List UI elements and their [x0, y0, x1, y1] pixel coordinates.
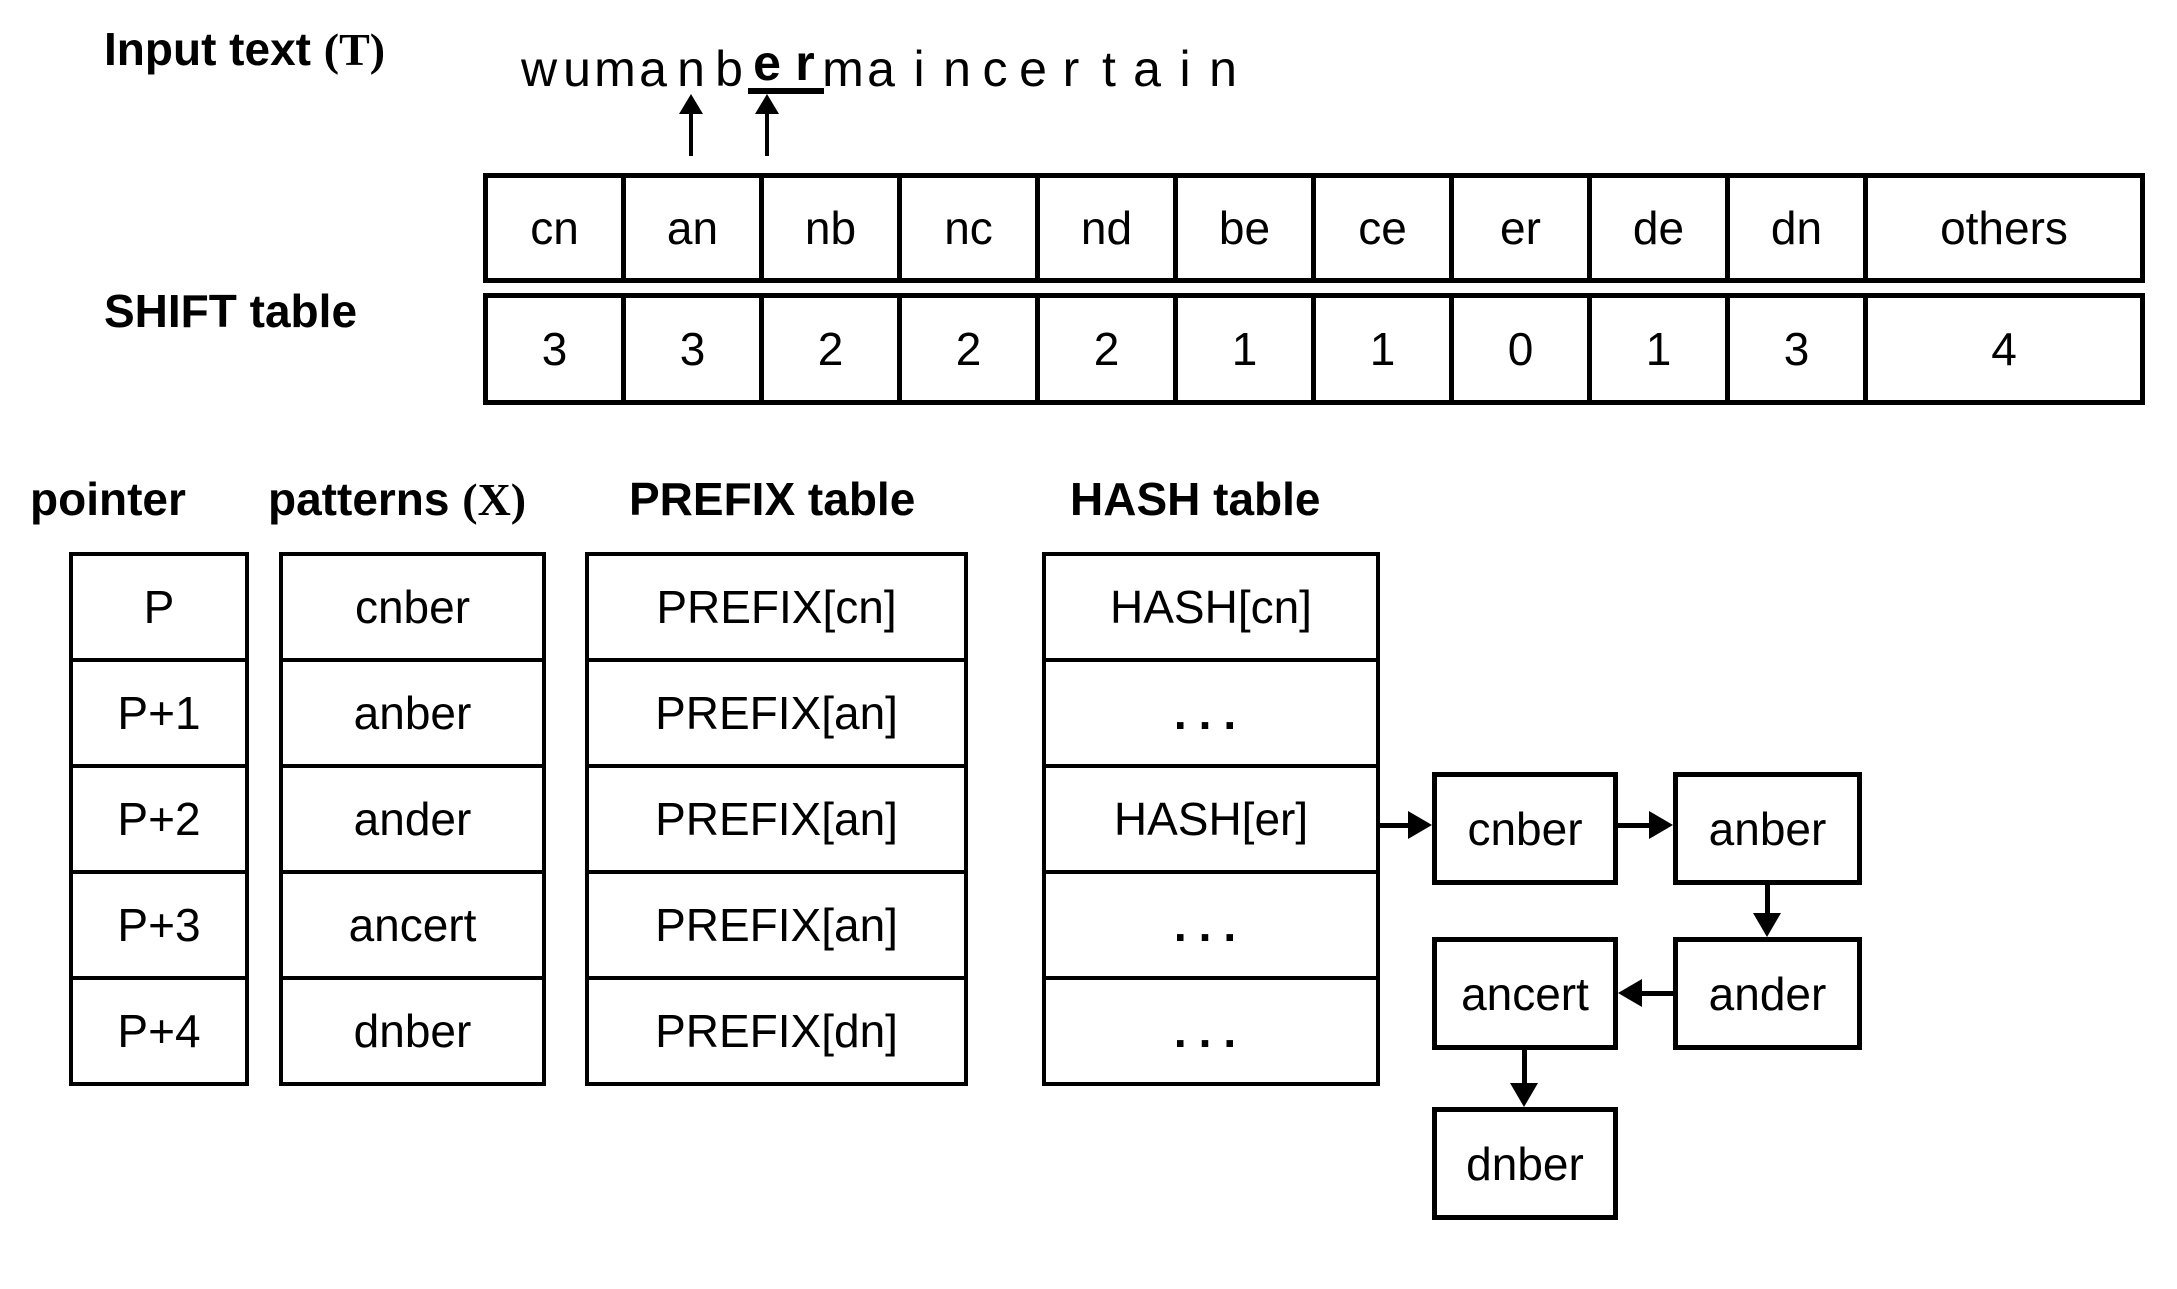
shift-table-values-row: 3 3 2 2 2 1 1 0 1 3 4 — [483, 293, 2145, 405]
input-char: a — [867, 41, 895, 97]
input-text-string: w u m a n b e r m a i n c e r t a i n — [520, 16, 1242, 94]
arrow-shaft — [1380, 823, 1412, 828]
left-arrowhead-icon — [1618, 979, 1642, 1007]
pattern-cell: ander — [279, 764, 546, 874]
input-char: w — [520, 41, 558, 97]
input-char: n — [1209, 41, 1237, 97]
prefix-cell: PREFIX[an] — [585, 870, 968, 980]
shift-value-cell: 4 — [1863, 293, 2145, 405]
shift-key-cell: be — [1173, 173, 1316, 283]
shift-value-cell: 1 — [1311, 293, 1454, 405]
input-char: e — [1019, 41, 1047, 97]
shift-table-keys-row: cn an nb nc nd be ce er de dn others — [483, 173, 2145, 283]
input-char: n — [677, 41, 705, 97]
hash-cell-ellipsis: ... — [1042, 976, 1380, 1086]
shift-value-cell: 1 — [1173, 293, 1316, 405]
shift-key-cell: nb — [759, 173, 902, 283]
right-arrowhead-icon — [1408, 811, 1432, 839]
hash-column-header: HASH table — [1070, 473, 1321, 525]
pointer-column-header: pointer — [30, 473, 186, 525]
shift-value-cell: 2 — [759, 293, 902, 405]
pattern-cell: ancert — [279, 870, 546, 980]
arrow-shaft — [1765, 885, 1770, 915]
shift-value-cell: 3 — [621, 293, 764, 405]
input-char: t — [1102, 41, 1116, 97]
input-text-label-var: (T) — [323, 24, 386, 75]
prefix-cell: PREFIX[cn] — [585, 552, 968, 662]
pattern-cell: dnber — [279, 976, 546, 1086]
pointer-cell: P+2 — [69, 764, 249, 874]
patterns-column-header: patterns (X) — [268, 474, 526, 526]
pointer-table: P P+1 P+2 P+3 P+4 — [69, 552, 249, 1086]
arrow-shaft — [1618, 823, 1651, 828]
chain-box-anber: anber — [1673, 772, 1862, 885]
up-arrowhead-icon — [679, 94, 703, 114]
hash-cell: HASH[er] — [1042, 764, 1380, 874]
patterns-header-var: (X) — [462, 474, 527, 525]
arrow-shaft — [1522, 1050, 1527, 1085]
input-char: c — [982, 41, 1008, 97]
shift-value-cell: 3 — [483, 293, 626, 405]
patterns-table: cnber anber ander ancert dnber — [279, 552, 546, 1086]
down-arrowhead-icon — [1510, 1083, 1538, 1107]
input-char: i — [1179, 41, 1191, 97]
shift-value-cell: 3 — [1725, 293, 1868, 405]
shift-table-label: SHIFT table — [104, 285, 358, 337]
patterns-header-text: patterns — [268, 473, 463, 525]
prefix-cell: PREFIX[an] — [585, 658, 968, 768]
hash-table: HASH[cn] ... HASH[er] ... ... — [1042, 552, 1380, 1086]
pointer-cell: P+4 — [69, 976, 249, 1086]
chain-box-ancert: ancert — [1432, 937, 1618, 1050]
input-char: a — [639, 41, 667, 97]
input-char: n — [943, 41, 971, 97]
input-char: m — [594, 41, 636, 97]
shift-key-cell: dn — [1725, 173, 1868, 283]
input-char-highlighted: r — [786, 16, 824, 94]
shift-key-cell: cn — [483, 173, 626, 283]
arrow-shaft — [1642, 991, 1673, 996]
chain-box-cnber: cnber — [1432, 772, 1618, 885]
shift-key-cell: others — [1863, 173, 2145, 283]
pattern-cell: anber — [279, 658, 546, 768]
shift-key-cell: nc — [897, 173, 1040, 283]
pointer-cell: P — [69, 552, 249, 662]
input-text-label: Input text (T) — [104, 24, 385, 76]
shift-key-cell: de — [1587, 173, 1730, 283]
shift-value-cell: 2 — [897, 293, 1040, 405]
shift-value-cell: 1 — [1587, 293, 1730, 405]
input-text-label-text: Input text — [104, 23, 324, 75]
hash-cell-ellipsis: ... — [1042, 870, 1380, 980]
arrow-shaft — [689, 112, 693, 156]
input-char: r — [1062, 41, 1080, 97]
shift-key-cell: er — [1449, 173, 1592, 283]
up-arrowhead-icon — [755, 94, 779, 114]
shift-value-cell: 2 — [1035, 293, 1178, 405]
shift-key-cell: nd — [1035, 173, 1178, 283]
prefix-column-header: PREFIX table — [629, 473, 916, 525]
prefix-table: PREFIX[cn] PREFIX[an] PREFIX[an] PREFIX[… — [585, 552, 968, 1086]
hash-cell-ellipsis: ... — [1042, 658, 1380, 768]
pattern-cell: cnber — [279, 552, 546, 662]
prefix-cell: PREFIX[dn] — [585, 976, 968, 1086]
arrow-shaft — [765, 112, 769, 156]
prefix-cell: PREFIX[an] — [585, 764, 968, 874]
pointer-cell: P+3 — [69, 870, 249, 980]
input-char: b — [715, 41, 743, 97]
input-char: a — [1133, 41, 1161, 97]
input-char-highlighted: e — [748, 16, 786, 94]
hash-cell: HASH[cn] — [1042, 552, 1380, 662]
chain-box-dnber: dnber — [1432, 1107, 1618, 1220]
down-arrowhead-icon — [1753, 913, 1781, 937]
shift-key-cell: an — [621, 173, 764, 283]
input-char: i — [913, 41, 925, 97]
shift-value-cell: 0 — [1449, 293, 1592, 405]
input-char: m — [822, 41, 864, 97]
pointer-cell: P+1 — [69, 658, 249, 768]
right-arrowhead-icon — [1649, 811, 1673, 839]
shift-key-cell: ce — [1311, 173, 1454, 283]
chain-box-ander: ander — [1673, 937, 1862, 1050]
input-char: u — [563, 41, 591, 97]
